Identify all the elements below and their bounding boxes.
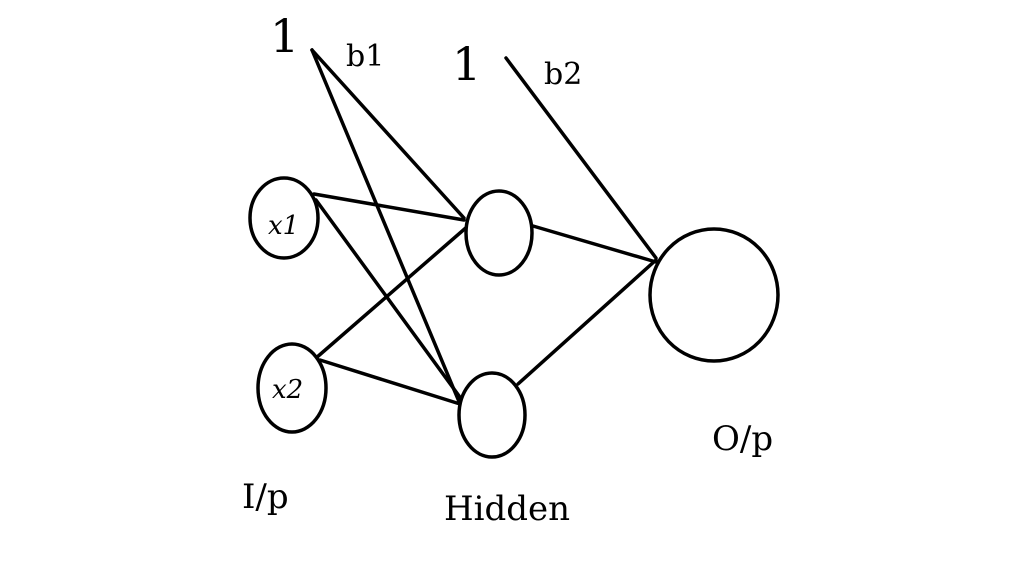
node-out [648,227,780,363]
bias2-value: 1 [452,37,481,91]
edge-x1-h1 [312,192,466,222]
edge-x1-h2 [314,198,464,402]
labels: 1 b1 1 b2 x1 x2 I/p Hidden O/p [242,9,773,529]
node-x2 [256,342,328,434]
edge-h2-out [516,258,658,386]
hidden-layer-label: Hidden [444,489,570,529]
node-x1 [248,176,320,260]
node-h1 [464,189,534,277]
nodes [248,176,780,459]
edge-x2-h2 [318,358,462,406]
bias1-label: b1 [346,39,384,74]
output-layer-label: O/p [712,419,773,459]
edge-x2-h1 [314,224,470,360]
node-h2 [457,371,527,459]
input-layer-label: I/p [242,477,289,517]
connections [310,48,658,406]
edge-bias1-h1 [310,48,466,220]
edge-bias1-h2 [310,48,462,406]
edge-h1-out [531,224,658,264]
input-node-x2-label: x2 [272,375,303,405]
bias2-label: b2 [544,57,582,92]
bias1-value: 1 [270,9,299,63]
input-node-x1-label: x1 [268,211,299,241]
edge-bias2-out [504,56,658,260]
